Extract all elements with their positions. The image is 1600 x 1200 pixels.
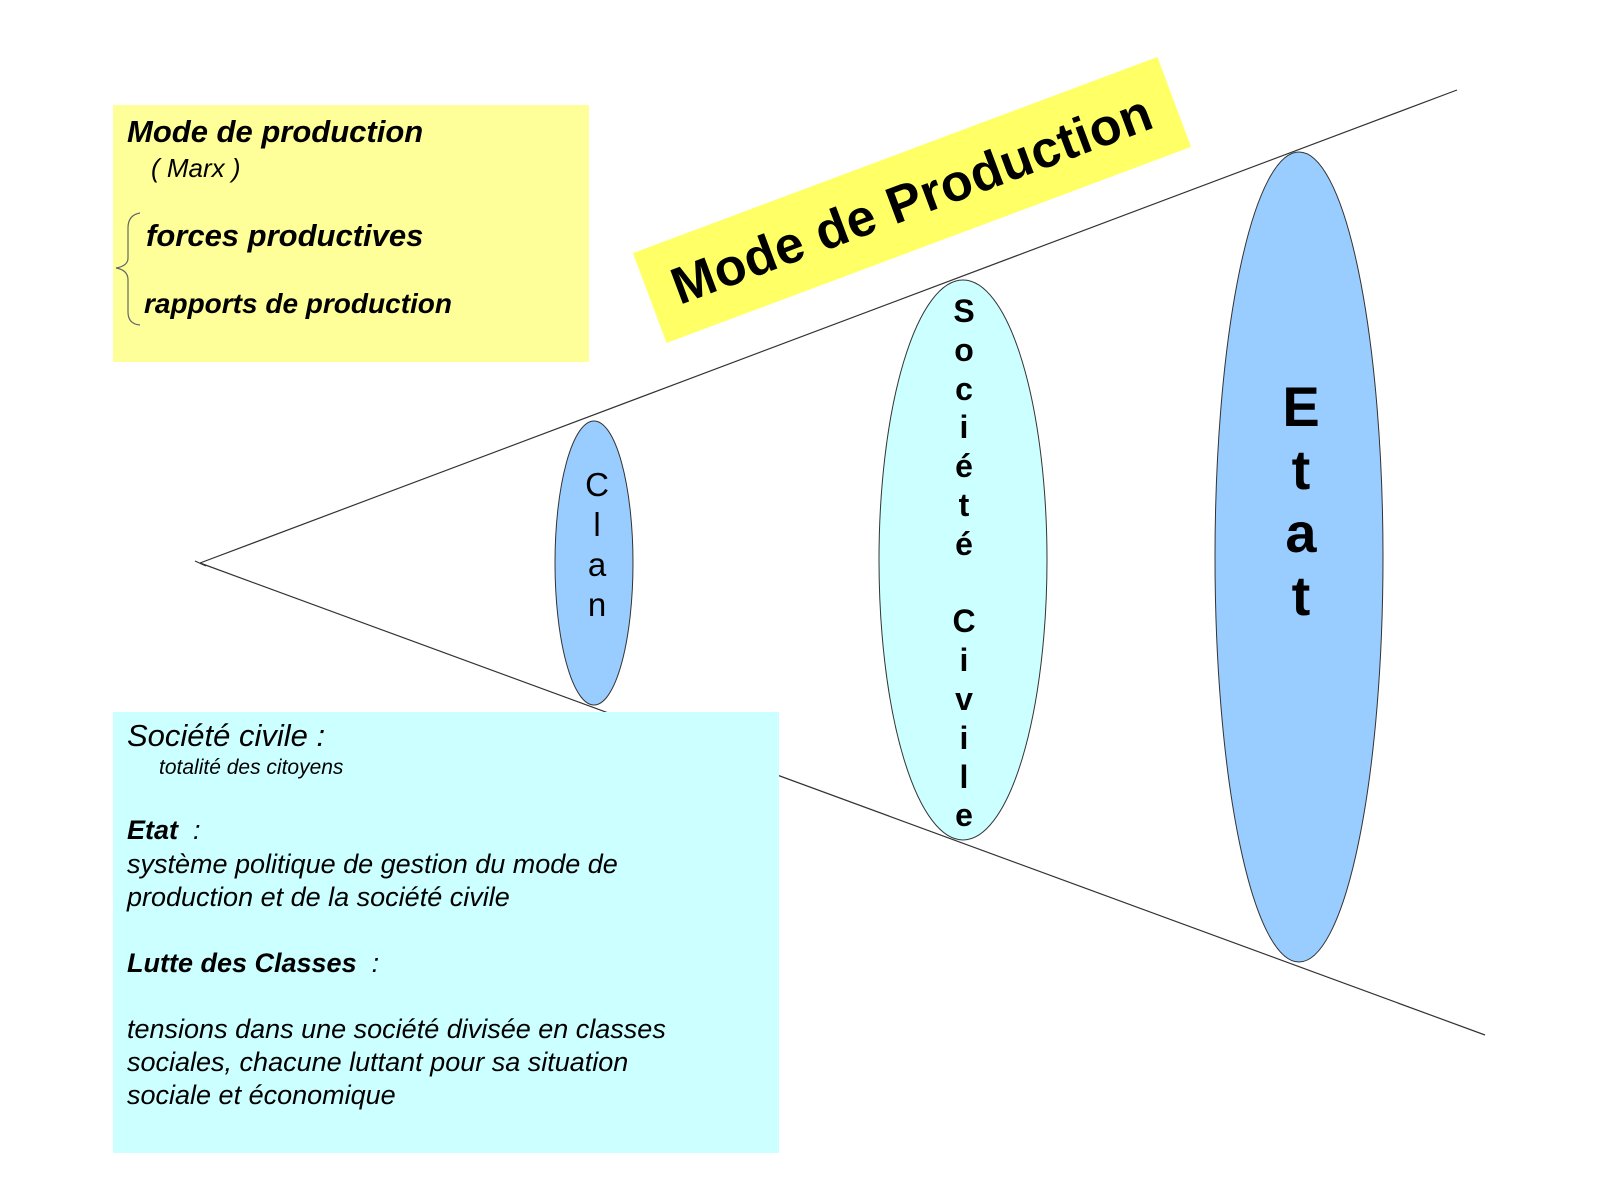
societe-civile-ellipse — [878, 279, 1048, 841]
etat-heading: Etat : — [127, 815, 201, 846]
legend-title: Mode de production — [127, 114, 424, 149]
lutte-text: tensions dans une société divisée en cla… — [127, 1014, 666, 1044]
etat-text: système politique de gestion du mode de — [127, 849, 618, 879]
etat-text: production et de la société civile — [127, 882, 510, 912]
lutte-text: sociales, chacune luttant pour sa situat… — [127, 1047, 629, 1077]
societe-civile-title: Société civile : — [127, 718, 326, 753]
lutte-title: Lutte des Classes — [127, 948, 357, 978]
apex-tick — [194, 560, 207, 567]
lutte-colon: : — [371, 948, 380, 978]
etat-colon: : — [193, 815, 201, 845]
clan-ellipse — [554, 420, 634, 706]
cone-upper-line — [199, 89, 1458, 564]
cone-lower-line — [199, 562, 1486, 1036]
societe-civile-label: S o c i é t é C i v i l e — [952, 293, 976, 834]
societe-civile-text: totalité des citoyens — [159, 756, 344, 779]
mode-de-production-box — [113, 105, 589, 362]
etat-ellipse — [1214, 151, 1384, 963]
etat-title: Etat — [127, 815, 179, 845]
definitions-box — [113, 712, 779, 1153]
lutte-text: sociale et économique — [127, 1080, 396, 1110]
legend-item: rapports de production — [144, 288, 452, 319]
legend-item: forces productives — [146, 218, 424, 253]
lutte-heading: Lutte des Classes : — [127, 948, 379, 979]
legend-author: ( Marx ) — [151, 153, 241, 183]
etat-label: E t a t — [1282, 375, 1320, 627]
clan-label: C l a n — [585, 466, 609, 623]
